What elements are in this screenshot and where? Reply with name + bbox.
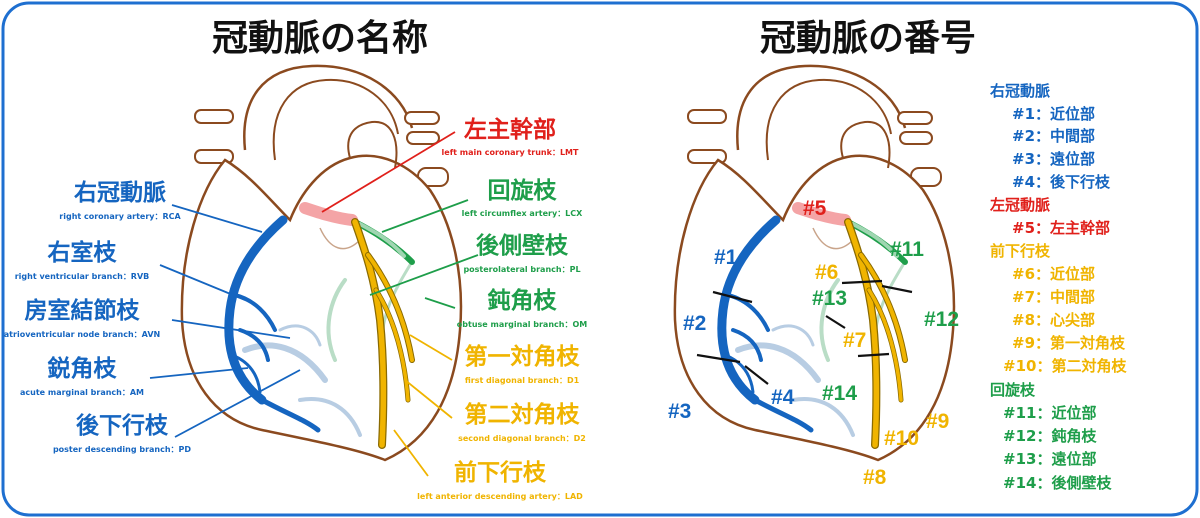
legend-rca-item-1: #1：近位部 [1012,105,1095,123]
segment-3: #3 [668,400,691,423]
label-om-jp: 鈍角枝 [488,287,558,314]
legend-lcx-item-2: #12：鈍角枝 [1003,427,1097,445]
legend-rca-item-2: #2：中間部 [1012,127,1095,145]
legend-lcx-item-3: #13：遠位部 [1003,450,1096,468]
label-avn-en: atrioventricular node branch：AVN [4,330,160,339]
legend-lcx-header: 回旋枝 [990,381,1036,399]
label-om-en: obtuse marginal branch：OM [457,320,587,329]
legend-lad-item-4: #9：第一対角枝 [1012,334,1126,352]
label-pl-en: posterolateral branch：PL [463,265,580,274]
label-lad-en: left anterior descending artery：LAD [417,492,583,501]
segment-9: #9 [926,410,949,433]
segment-5: #5 [803,197,827,220]
legend-lad-item-3: #8：心尖部 [1012,311,1095,329]
segment-2: #2 [683,312,706,335]
title-left: 冠動脈の名称 [212,18,428,59]
legend-lad-item-2: #7：中間部 [1012,288,1095,306]
legend-lmt-header: 左冠動脈 [989,196,1050,214]
legend-lcx-item-4: #14：後側壁枝 [1003,474,1112,492]
segment-1: #1 [714,246,738,269]
legend-lmt-item-1: #5：左主幹部 [1012,219,1110,237]
segment-4: #4 [771,386,795,409]
label-rca-jp: 右冠動脈 [74,179,166,206]
segment-8: #8 [863,466,887,489]
label-lmt-en: left main coronary trunk：LMT [442,148,579,157]
label-rvb-jp: 右室枝 [48,239,118,266]
segment-10: #10 [884,427,919,450]
segment-12: #12 [924,308,959,331]
segment-legend: 右冠動脈 #1：近位部 #2：中間部 #3：遠位部 #4：後下行枝 左冠動脈 #… [989,82,1127,492]
legend-rca-header: 右冠動脈 [990,82,1050,100]
yellow-leader-lines [393,334,453,477]
label-am-jp: 鋭角枝 [48,355,118,382]
legend-rca-item-3: #3：遠位部 [1012,150,1095,168]
label-lmt-jp: 左主幹部 [464,116,556,143]
legend-lcx-item-1: #11：近位部 [1003,404,1096,422]
legend-lad-header: 前下行枝 [990,242,1051,260]
label-avn-jp: 房室結節枝 [25,297,141,324]
label-rvb-en: right ventricular branch：RVB [15,272,150,281]
label-pd-jp: 後下行枝 [76,412,169,439]
label-am-en: acute marginal branch：AM [20,388,144,397]
segment-6: #6 [815,261,838,284]
right-labels: 左主幹部 left main coronary trunk：LMT 回旋枝 le… [417,116,587,501]
legend-lad-item-1: #6：近位部 [1012,265,1095,283]
segment-numbers: #1 #2 #3 #4 #5 #6 #7 #8 #9 #10 #11 #12 #… [668,197,959,489]
left-labels: 右冠動脈 right coronary artery：RCA 右室枝 right… [4,179,192,454]
label-d2-jp: 第二対角枝 [465,401,581,428]
left-leader-lines [149,204,301,438]
segment-11: #11 [890,238,924,261]
label-lcx-en: left circumflex artery：LCX [462,209,583,218]
leader-lmt [321,131,456,213]
segment-13: #13 [812,287,847,310]
segment-dividers [696,279,913,385]
legend-lad-item-5: #10：第二対角枝 [1003,357,1127,375]
label-rca-en: right coronary artery：RCA [59,212,181,221]
label-d2-en: second diagonal branch：D2 [458,434,586,443]
title-right: 冠動脈の番号 [760,18,976,59]
legend-rca-item-4: #4：後下行枝 [1012,173,1111,191]
label-lcx-jp: 回旋枝 [488,177,558,204]
label-pl-jp: 後側壁枝 [476,232,569,259]
label-pd-en: poster descending branch：PD [53,445,191,454]
green-leader-lines [369,199,479,309]
segment-7: #7 [843,329,866,352]
label-lad-jp: 前下行枝 [454,459,547,486]
segment-14: #14 [822,382,857,405]
label-d1-en: first diagonal branch：D1 [465,376,580,385]
label-d1-jp: 第一対角枝 [465,343,581,370]
